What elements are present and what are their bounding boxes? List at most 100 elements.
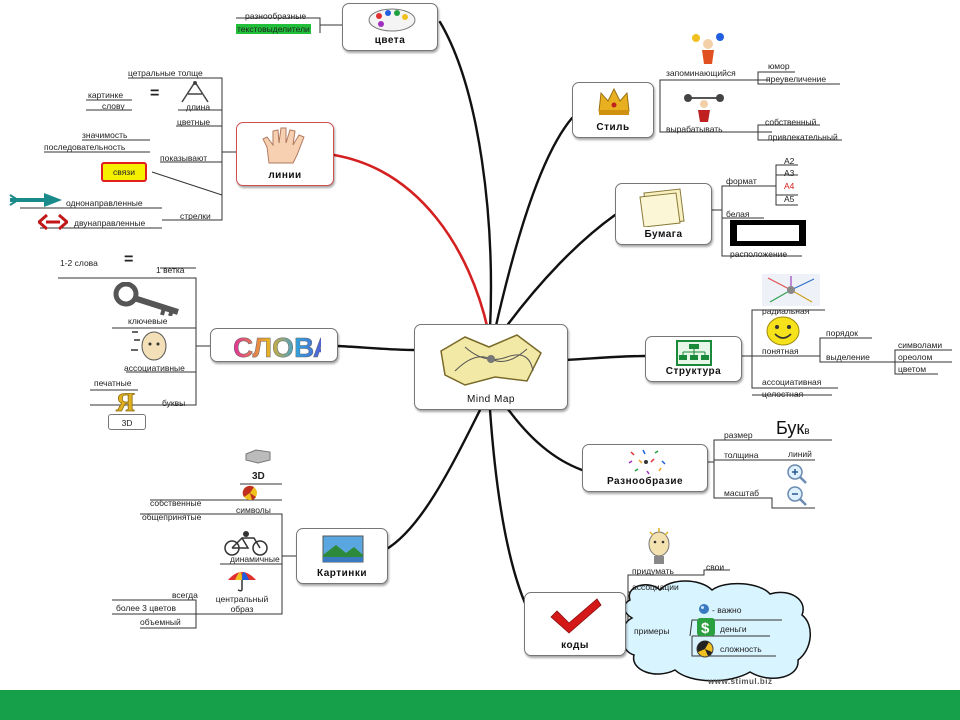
palette-icon (368, 8, 416, 32)
pictures-item-3: общепринятые (142, 512, 202, 522)
colors-item-1: текстовыделители (236, 24, 311, 34)
pictures-item-0: 3D (252, 471, 265, 482)
pictures-item-5: всегда (172, 590, 198, 600)
branch-structure-line (563, 354, 647, 362)
variety-item-1: толщина (724, 450, 759, 460)
colors-item-0: разнообразные (245, 11, 307, 21)
branch-colors-line (438, 20, 493, 332)
variety-item-0: размер (724, 430, 753, 440)
structure-item-2: порядок (826, 328, 858, 338)
structure-item-7: ассоциативная (762, 377, 822, 387)
words-wordart: СЛОВА (233, 332, 321, 362)
variety-item-3: масштаб (724, 488, 760, 498)
radiation-icon (242, 485, 257, 500)
svg-text:$: $ (701, 620, 710, 637)
landscape-sheet-icon (730, 220, 806, 246)
lines-label: линии (268, 170, 302, 181)
org-chart-icon (676, 340, 712, 366)
lines-item-9: однонаправленные (66, 198, 143, 208)
variety-label: Разнообразие (606, 476, 684, 487)
branch-style-box[interactable]: Стиль (572, 82, 654, 138)
paper-item-6: расположение (730, 249, 788, 259)
lines-eq: = (150, 85, 160, 102)
branch-codes-line (488, 408, 530, 612)
branch-pictures-box[interactable]: Картинки (296, 528, 388, 584)
branch-structure-box[interactable]: Структура (645, 336, 742, 382)
branch-words-box[interactable]: СЛОВА (210, 328, 338, 362)
words-label: СЛОВА (233, 332, 321, 362)
paper-item-2: А3 (784, 168, 795, 178)
branch-paper-box[interactable]: Бумага (615, 183, 712, 245)
paper-item-3: А4 (784, 181, 795, 191)
colors-label: цвета (374, 35, 406, 46)
branch-lines-box[interactable]: линии (236, 122, 334, 186)
site-url[interactable]: www.stimul.biz (708, 677, 773, 686)
weightlifter-icon (684, 94, 724, 122)
lightbulb-head-icon (648, 528, 670, 564)
codes-item-2: ассоциации (632, 582, 679, 592)
branch-paper-line (498, 213, 617, 337)
branch-variety-box[interactable]: Разнообразие (582, 444, 708, 492)
center-box[interactable]: Mind Map (414, 324, 568, 410)
codes-item-3: примеры (634, 626, 670, 636)
words-item-4: печатные (94, 378, 132, 388)
style-label: Стиль (596, 122, 630, 133)
zoom-out-icon (787, 486, 807, 506)
lines-item-7: показывают (160, 153, 208, 163)
paper-icon (639, 188, 685, 227)
branch-lines-line (332, 153, 490, 332)
lines-item-3: слову (102, 101, 125, 111)
confetti-icon (628, 449, 666, 475)
style-item-3: вырабатывать (666, 124, 723, 134)
words-item-2: ключевые (128, 316, 168, 326)
branch-colors-box[interactable]: цвета (342, 3, 438, 51)
codes-item-1: свои (706, 562, 725, 572)
style-item-2: преувеличение (766, 74, 827, 84)
juggler-icon (692, 33, 724, 64)
pictures-label: Картинки (316, 568, 367, 579)
thinking-head-icon (131, 331, 167, 361)
lines-item-1: длина (186, 102, 211, 112)
crown-icon (598, 87, 630, 115)
compass-icon (181, 81, 209, 103)
paper-item-0: формат (726, 176, 757, 186)
structure-item-1: понятная (762, 346, 799, 356)
lines-item-5: значимость (82, 130, 128, 140)
pictures-item-8: центральный образ (215, 594, 269, 614)
codes-item-5: деньги (720, 624, 747, 634)
center-label: Mind Map (467, 394, 515, 405)
style-item-5: привлекательный (768, 132, 838, 142)
words-item-1: 1 ветка (156, 265, 185, 275)
pictures-item-6: более 3 цветов (116, 603, 177, 613)
pictures-item-2: собственные (150, 498, 202, 508)
hand-icon (262, 127, 305, 164)
structure-item-5: ореолом (898, 352, 933, 362)
map-icon (440, 334, 542, 386)
svg-text:Я: Я (116, 388, 135, 414)
paper-item-5: белая (726, 209, 750, 219)
lines-item-10: стрелки (180, 211, 211, 221)
double-arrow-icon (38, 214, 68, 230)
words-eq: = (124, 251, 134, 268)
style-item-1: юмор (768, 61, 790, 71)
lines-item-0: цетральные толще (128, 68, 203, 78)
pictures-item-7: объемный (140, 617, 181, 627)
structure-item-4: символами (898, 340, 943, 350)
letter-ya-icon: Я (116, 388, 136, 414)
pictures-item-1: символы (236, 505, 271, 515)
branch-variety-line (503, 403, 584, 472)
landscape-photo-icon (322, 535, 364, 563)
branch-words-line (336, 344, 417, 352)
branch-codes-box[interactable]: коды (524, 592, 626, 656)
words-item-5: буквы (162, 398, 186, 408)
style-item-4: собственный (765, 117, 817, 127)
paper-item-4: А5 (784, 194, 795, 204)
arrow-right-icon (9, 193, 62, 207)
hazard-icon (696, 640, 714, 658)
codes-label: коды (561, 640, 589, 651)
codes-item-4: - важно (712, 605, 742, 615)
structure-item-0: радиальная (762, 306, 810, 316)
structure-item-8: целостная (762, 389, 804, 399)
style-item-0: запоминающийся (666, 68, 736, 78)
